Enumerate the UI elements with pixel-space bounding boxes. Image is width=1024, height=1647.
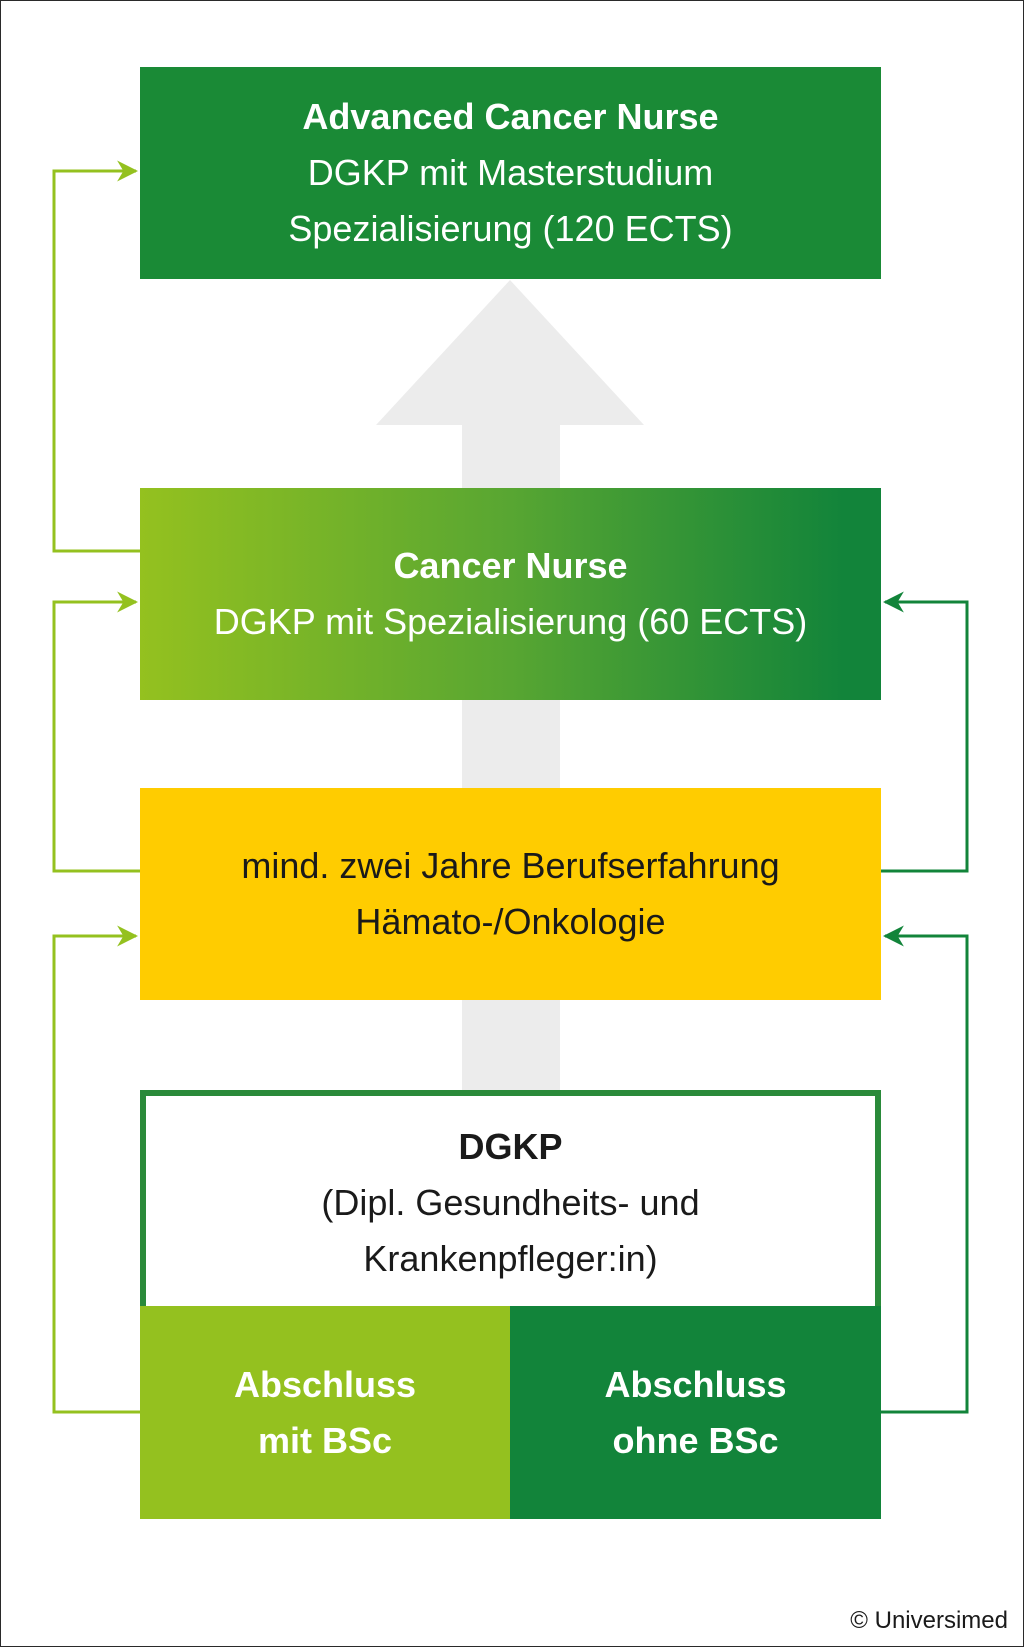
- advanced-line-1: DGKP mit Masterstudium: [307, 152, 714, 193]
- connector-cancer-to-advanced: [52, 160, 140, 553]
- copyright-text: © Universimed: [850, 1607, 1008, 1634]
- bsc-with-line-1: Abschluss: [233, 1363, 417, 1405]
- cancer-nurse-box: Cancer Nurse DGKP mit Spezialisierung (6…: [140, 488, 881, 700]
- bsc-without-line-2: ohne BSc: [612, 1419, 779, 1461]
- connector-experience-to-cancer-left: [52, 591, 140, 873]
- cancer-line-1: DGKP mit Spezialisierung (60 ECTS): [213, 601, 808, 642]
- advanced-title: Advanced Cancer Nurse: [302, 96, 719, 137]
- connector-bsc-with-to-experience: [52, 925, 140, 1414]
- bsc-with-line-2: mit BSc: [257, 1419, 393, 1461]
- cancer-title: Cancer Nurse: [393, 545, 628, 586]
- experience-line-2: Hämato-/Onkologie: [355, 901, 666, 942]
- bsc-with-box: Abschluss mit BSc: [140, 1306, 510, 1519]
- experience-box: mind. zwei Jahre Berufserfahrung Hämato-…: [140, 788, 881, 1000]
- advanced-line-2: Spezialisierung (120 ECTS): [288, 208, 733, 249]
- experience-line-1: mind. zwei Jahre Berufserfahrung: [241, 845, 780, 886]
- dgkp-line-1: (Dipl. Gesundheits- und: [321, 1182, 700, 1223]
- connector-experience-to-cancer-right: [881, 591, 969, 873]
- bsc-without-line-1: Abschluss: [604, 1363, 787, 1405]
- connector-bsc-without-to-experience: [881, 925, 969, 1414]
- dgkp-line-2: Krankenpfleger:in): [363, 1238, 658, 1279]
- bsc-without-box: Abschluss ohne BSc: [510, 1306, 881, 1519]
- advanced-cancer-nurse-box: Advanced Cancer Nurse DGKP mit Masterstu…: [140, 67, 881, 279]
- dgkp-title: DGKP: [458, 1126, 563, 1167]
- dgkp-box: DGKP (Dipl. Gesundheits- und Krankenpfle…: [140, 1090, 881, 1306]
